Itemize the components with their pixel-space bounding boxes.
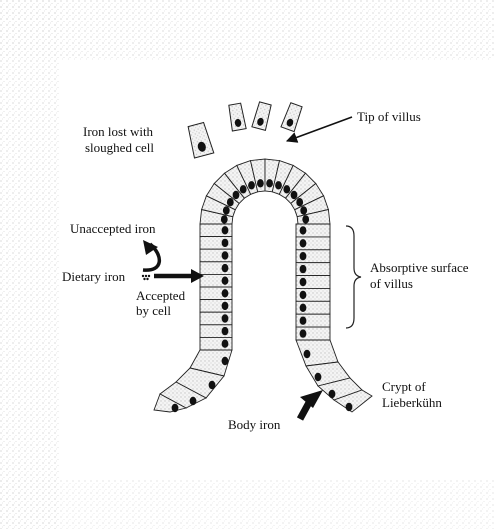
label-iron-lost-2: sloughed cell xyxy=(85,140,154,155)
cell-nucleus xyxy=(346,403,353,411)
epithelial-cell xyxy=(296,250,330,263)
cell-nucleus xyxy=(240,185,247,193)
label-tip-of-villus: Tip of villus xyxy=(357,109,421,124)
cell-nucleus xyxy=(222,277,229,285)
epithelial-cell xyxy=(200,224,232,237)
label-absorptive-2: of villus xyxy=(370,276,413,291)
cell-nucleus xyxy=(227,198,234,206)
cell-nucleus xyxy=(222,226,229,234)
cell-nucleus xyxy=(302,215,309,223)
label-unaccepted-iron: Unaccepted iron xyxy=(70,221,156,236)
epithelial-cell xyxy=(296,288,330,301)
label-absorptive-1: Absorptive surface xyxy=(370,260,469,275)
cell-nucleus xyxy=(315,373,322,381)
cell-nucleus xyxy=(222,340,229,348)
cell-nucleus xyxy=(300,291,307,299)
epithelial-cell xyxy=(296,237,330,250)
label-crypt-1: Crypt of xyxy=(382,379,426,394)
cell-nucleus xyxy=(291,191,298,199)
label-accepted-1: Accepted xyxy=(136,288,186,303)
cell-nucleus xyxy=(300,265,307,273)
cell-nucleus xyxy=(209,381,216,389)
cell-nucleus xyxy=(222,357,229,365)
epithelial-cell xyxy=(200,274,232,287)
cell-nucleus xyxy=(283,185,290,193)
label-body-iron: Body iron xyxy=(228,417,281,432)
cell-nucleus xyxy=(223,206,230,214)
cell-nucleus xyxy=(222,264,229,272)
cell-nucleus xyxy=(222,251,229,259)
cell-nucleus xyxy=(222,289,229,297)
epithelial-cell xyxy=(200,300,232,313)
cell-nucleus xyxy=(329,390,336,398)
label-accepted-2: by cell xyxy=(136,303,171,318)
cell-nucleus xyxy=(248,181,255,189)
cell-nucleus xyxy=(300,206,307,214)
epithelial-cell xyxy=(200,249,232,262)
cell-nucleus xyxy=(221,215,228,223)
label-dietary-iron: Dietary iron xyxy=(62,269,126,284)
epithelial-cell xyxy=(200,287,232,300)
epithelial-cell xyxy=(296,276,330,289)
cell-nucleus xyxy=(300,329,307,337)
epithelial-cell xyxy=(200,237,232,250)
label-crypt-2: Lieberkühn xyxy=(382,395,442,410)
cell-nucleus xyxy=(266,179,273,187)
cell-nucleus xyxy=(222,302,229,310)
cell-nucleus xyxy=(222,239,229,247)
cell-nucleus xyxy=(172,404,179,412)
cell-nucleus xyxy=(233,191,240,199)
cell-nucleus xyxy=(222,314,229,322)
epithelial-cell xyxy=(296,224,330,237)
epithelial-cell xyxy=(296,263,330,276)
cell-nucleus xyxy=(190,397,197,405)
epithelial-cell xyxy=(296,301,330,314)
cell-nucleus xyxy=(304,350,311,358)
epithelial-cell xyxy=(200,312,232,325)
epithelial-cell xyxy=(200,262,232,275)
cell-nucleus xyxy=(300,317,307,325)
cell-nucleus xyxy=(300,239,307,247)
cell-nucleus xyxy=(300,304,307,312)
epithelial-cell xyxy=(200,337,232,350)
epithelial-cell xyxy=(296,327,330,340)
cell-nucleus xyxy=(300,278,307,286)
cell-nucleus xyxy=(222,327,229,335)
cell-nucleus xyxy=(300,226,307,234)
cell-nucleus xyxy=(275,181,282,189)
epithelial-cell xyxy=(296,314,330,327)
cell-nucleus xyxy=(296,198,303,206)
cell-nucleus xyxy=(257,179,264,187)
cell-nucleus xyxy=(300,252,307,260)
label-iron-lost-1: Iron lost with xyxy=(83,124,154,139)
epithelial-cell xyxy=(200,325,232,338)
